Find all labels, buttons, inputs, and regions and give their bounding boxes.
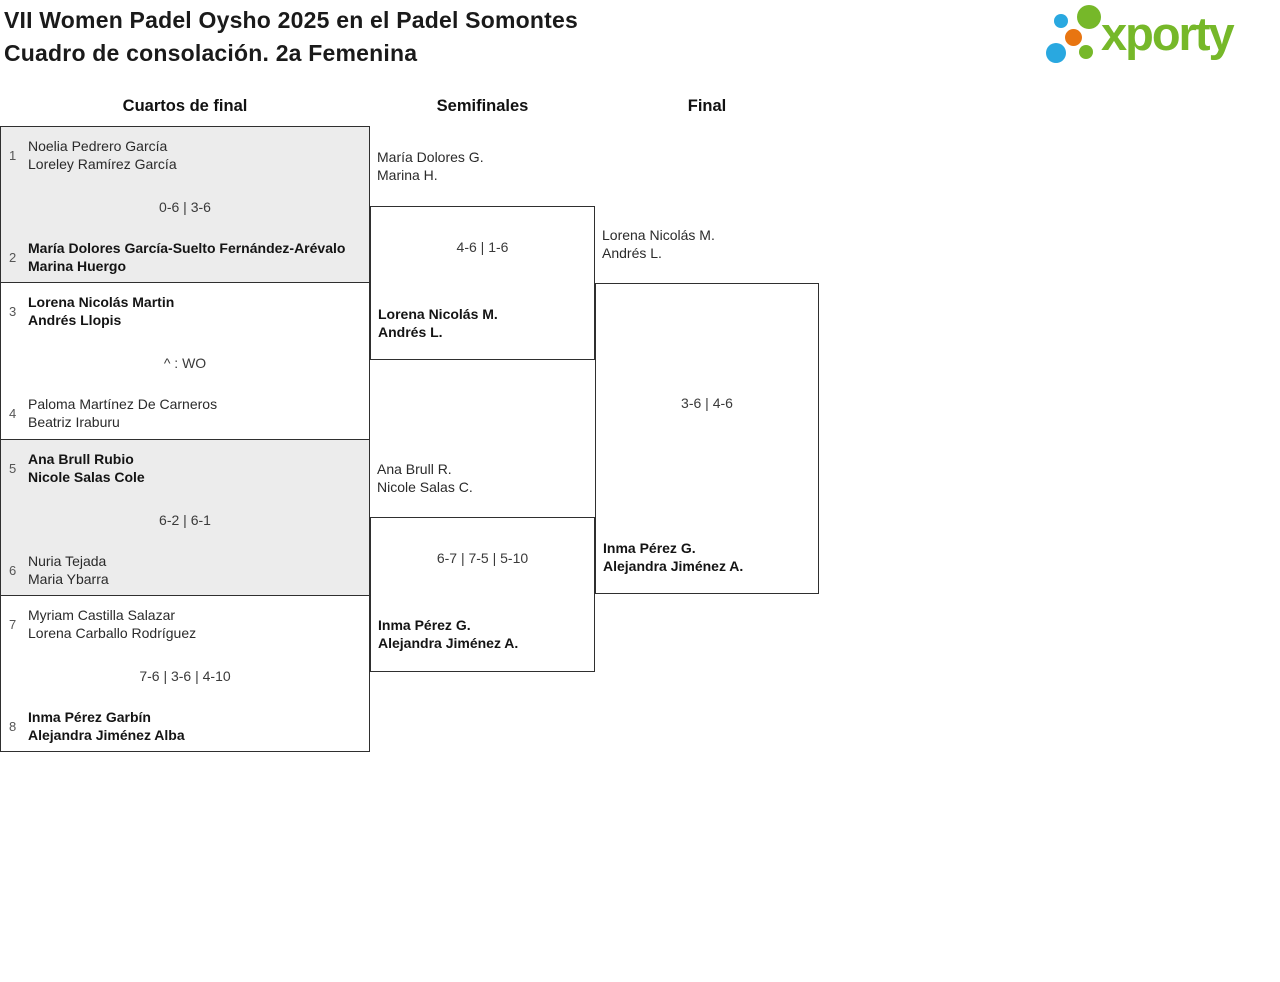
quarterfinals-column: 1 Noelia Pedrero García Loreley Ramírez … <box>0 126 370 752</box>
final-top-team: Lorena Nicolás M. Andrés L. <box>602 226 715 262</box>
player-name: Andrés L. <box>378 324 443 340</box>
player-name: Marina H. <box>377 167 438 183</box>
sf2-top-team: Ana Brull R. Nicole Salas C. <box>377 460 473 496</box>
sf-match-2: 6-7 | 7-5 | 5-10 Inma Pérez G. Alejandra… <box>370 517 595 672</box>
team-pair: Paloma Martínez De Carneros Beatriz Irab… <box>28 395 217 431</box>
player-name: Lorena Nicolás M. <box>602 227 715 243</box>
logo-dot-green-large-icon <box>1077 5 1101 29</box>
team-pair: Noelia Pedrero García Loreley Ramírez Ga… <box>28 137 177 173</box>
logo-dot-green-small-icon <box>1079 45 1093 59</box>
match-score: 4-6 | 1-6 <box>456 239 509 255</box>
player-name: María Dolores G. <box>377 149 484 165</box>
seed-label: 8 <box>9 718 17 734</box>
player-name: Lorena Nicolás Martin <box>28 294 175 311</box>
player-name: Marina Huergo <box>28 258 127 274</box>
seed-label: 1 <box>9 148 17 163</box>
page-subtitle: Cuadro de consolación. 2a Femenina <box>4 40 418 66</box>
player-name: Ana Brull Rubio <box>28 450 134 467</box>
sf1-bottom-team: Lorena Nicolás M. Andrés L. <box>378 305 498 341</box>
round-header-final: Final <box>687 97 727 115</box>
player-name: Inma Pérez Garbín <box>28 708 151 725</box>
player-name: Inma Pérez G. <box>378 617 471 633</box>
seed-label: 3 <box>9 304 17 320</box>
qf-match-1: 1 Noelia Pedrero García Loreley Ramírez … <box>1 127 369 283</box>
seed-label: 6 <box>9 562 17 578</box>
qf-match-3: 5 Ana Brull Rubio Nicole Salas Cole 6-2 … <box>1 438 369 595</box>
page-title: VII Women Padel Oysho 2025 en el Padel S… <box>4 4 578 70</box>
player-name: Andrés Llopis <box>28 312 122 329</box>
seed-label: 2 <box>9 250 17 265</box>
player-name: Ana Brull R. <box>377 461 452 477</box>
final-bottom-team: Inma Pérez G. Alejandra Jiménez A. <box>603 539 743 575</box>
qf-match-2: 3 Lorena Nicolás Martin Andrés Llopis ^ … <box>1 282 369 438</box>
seed-label: 4 <box>9 406 17 422</box>
team-pair: María Dolores García-Suelto Fernández-Ar… <box>28 239 345 275</box>
player-name: Andrés L. <box>602 245 662 261</box>
player-name: Beatriz Iraburu <box>28 414 120 431</box>
seed-label: 5 <box>9 460 17 476</box>
team-pair: Ana Brull Rubio Nicole Salas Cole <box>28 450 145 486</box>
player-name: Maria Ybarra <box>28 570 109 587</box>
page-title-line1: VII Women Padel Oysho 2025 en el Padel S… <box>4 7 578 33</box>
match-score: 7-6 | 3-6 | 4-10 <box>139 667 231 684</box>
player-name: Nicole Salas C. <box>377 479 473 495</box>
team-pair: Lorena Nicolás Martin Andrés Llopis <box>28 293 174 329</box>
xporty-logo[interactable]: xporty <box>1044 2 1272 70</box>
logo-wordmark: xporty <box>1101 7 1235 60</box>
round-header-quarterfinals: Cuartos de final <box>122 97 248 115</box>
final-match: 3-6 | 4-6 Inma Pérez G. Alejandra Jiméne… <box>595 283 819 594</box>
logo-dot-blue-small-icon <box>1054 14 1068 28</box>
player-name: Noelia Pedrero García <box>28 138 168 154</box>
logo-dot-orange-icon <box>1065 29 1082 46</box>
sf1-top-team: María Dolores G. Marina H. <box>377 148 484 184</box>
player-name: Alejandra Jiménez Alba <box>28 726 185 743</box>
player-name: Lorena Nicolás M. <box>378 306 498 322</box>
match-score: 0-6 | 3-6 <box>159 199 211 215</box>
team-pair: Myriam Castilla Salazar Lorena Carballo … <box>28 606 196 642</box>
seed-label: 7 <box>9 616 17 632</box>
player-name: Paloma Martínez De Carneros <box>28 396 218 413</box>
player-name: Nicole Salas Cole <box>28 468 145 485</box>
qf-match-4: 7 Myriam Castilla Salazar Lorena Carball… <box>1 594 369 751</box>
player-name: Alejandra Jiménez A. <box>603 558 744 574</box>
player-name: Myriam Castilla Salazar <box>28 606 176 623</box>
team-pair: Inma Pérez Garbín Alejandra Jiménez Alba <box>28 708 185 744</box>
player-name: Loreley Ramírez García <box>28 156 177 172</box>
match-score: 3-6 | 4-6 <box>681 395 733 411</box>
team-pair: Nuria Tejada Maria Ybarra <box>28 552 109 588</box>
logo-dot-blue-large-icon <box>1046 43 1066 63</box>
sf2-bottom-team: Inma Pérez G. Alejandra Jiménez A. <box>378 616 518 652</box>
player-name: Lorena Carballo Rodríguez <box>28 624 197 641</box>
match-score: 6-7 | 7-5 | 5-10 <box>436 550 529 566</box>
round-header-semifinals: Semifinales <box>436 97 529 115</box>
player-name: Alejandra Jiménez A. <box>378 635 519 651</box>
player-name: Nuria Tejada <box>28 552 107 569</box>
match-score: ^ : WO <box>163 355 207 372</box>
match-score: 6-2 | 6-1 <box>159 511 211 528</box>
player-name: Inma Pérez G. <box>603 540 696 556</box>
sf-match-1: 4-6 | 1-6 Lorena Nicolás M. Andrés L. <box>370 206 595 360</box>
player-name: María Dolores García-Suelto Fernández-Ar… <box>28 240 346 256</box>
